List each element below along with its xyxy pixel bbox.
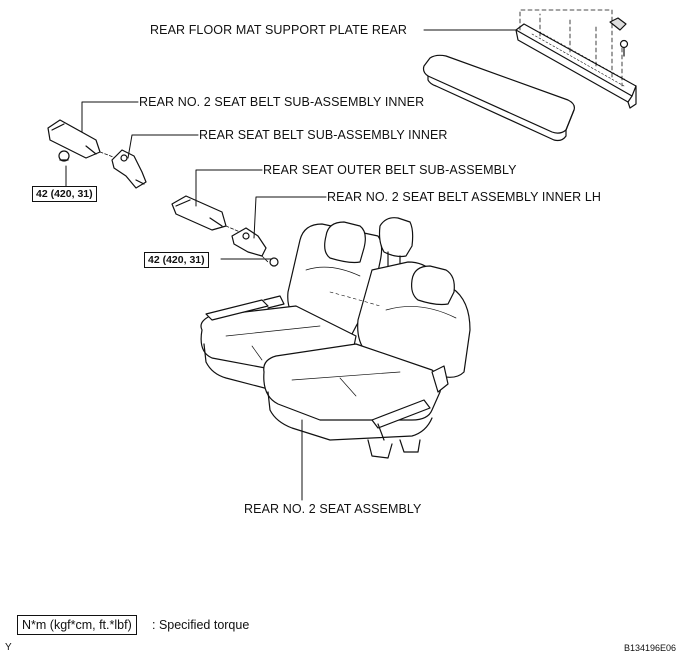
belt-outer xyxy=(171,195,241,233)
buckle-seat-inner xyxy=(111,149,147,189)
label-rear-no2-seat-belt-sub-assembly-inner: REAR NO. 2 SEAT BELT SUB-ASSEMBLY INNER xyxy=(139,95,425,109)
torque-legend-description: : Specified torque xyxy=(152,618,250,632)
label-floor-mat-support-plate-rear: REAR FLOOR MAT SUPPORT PLATE REAR xyxy=(150,23,408,37)
floor-mat-board xyxy=(422,54,575,142)
label-rear-seat-outer-belt-sub-assembly: REAR SEAT OUTER BELT SUB-ASSEMBLY xyxy=(263,163,517,177)
seat-assembly xyxy=(200,217,471,459)
torque-spec-upper: 42 (420, 31) xyxy=(32,186,97,202)
torque-spec-lower: 42 (420, 31) xyxy=(144,252,209,268)
belt-inner-lh xyxy=(231,227,279,267)
corner-mark-y: Y xyxy=(5,642,12,653)
buckle-no2-inner xyxy=(47,119,117,162)
label-rear-seat-belt-sub-assembly-inner: REAR SEAT BELT SUB-ASSEMBLY INNER xyxy=(199,128,448,142)
figure-code: B134196E06 xyxy=(624,643,677,653)
label-rear-no2-seat-belt-assembly-inner-lh: REAR NO. 2 SEAT BELT ASSEMBLY INNER LH xyxy=(327,190,602,204)
leader-lines xyxy=(65,29,517,501)
torque-unit-legend-box: N*m (kgf*cm, ft.*lbf) xyxy=(17,615,137,635)
label-rear-no2-seat-assembly: REAR NO. 2 SEAT ASSEMBLY xyxy=(244,502,422,516)
support-plate xyxy=(515,9,637,109)
